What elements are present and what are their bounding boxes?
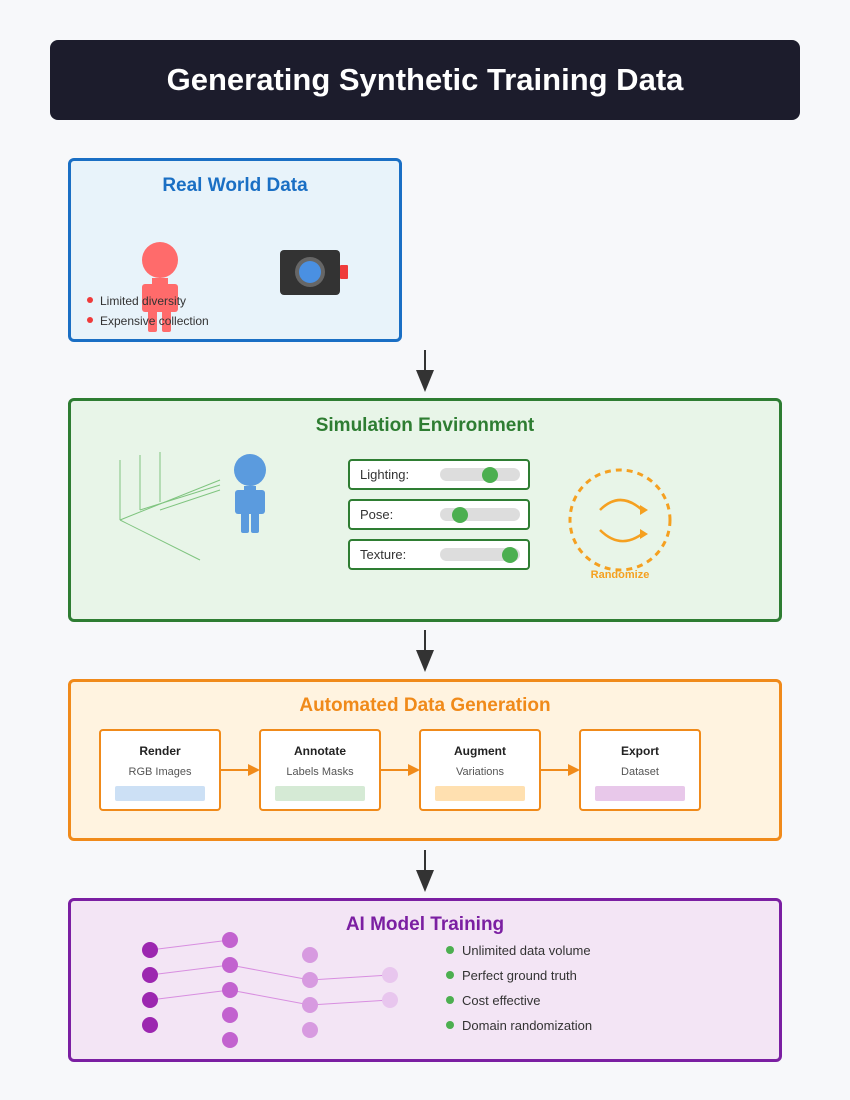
texture-slider[interactable]: Texture:	[348, 539, 530, 570]
camera-icon	[280, 250, 348, 295]
pose-slider[interactable]: Pose:	[348, 499, 530, 530]
network-hidden-layer-2	[302, 947, 318, 1038]
real-world-title: Real World Data	[162, 175, 308, 196]
step-color-bar	[115, 786, 205, 801]
lighting-slider-track[interactable]	[440, 467, 520, 483]
training-title: AI Model Training	[345, 914, 505, 935]
page-title: Generating Synthetic Training Data	[166, 62, 684, 97]
randomize-icon	[568, 468, 672, 572]
network-input-layer	[142, 942, 158, 1033]
step-arrow-icon	[381, 764, 420, 776]
step-color-bar	[435, 786, 525, 801]
step-subtitle: Labels Masks	[286, 766, 354, 778]
step-color-bar	[275, 786, 365, 801]
step-color-bar	[595, 786, 685, 801]
automated-title: Automated Data Generation	[299, 695, 551, 716]
title-banner: Generating Synthetic Training Data	[50, 40, 800, 120]
bullet-dot-icon	[87, 317, 93, 323]
flow-arrow-icon	[416, 630, 434, 672]
real-world-bullet-2: Expensive collection	[100, 314, 209, 328]
step-title: Render	[139, 744, 181, 758]
network-output-layer	[382, 967, 398, 1008]
person-icon-blue	[234, 454, 266, 533]
step-title: Export	[620, 744, 659, 758]
bullet-dot-icon	[87, 297, 93, 303]
step-arrow-icon	[221, 764, 260, 776]
real-world-panel: Real World Data	[68, 158, 402, 342]
benefit-item: Perfect ground truth	[462, 968, 577, 983]
benefit-item: Cost effective	[462, 993, 541, 1008]
step-render: Render RGB Images	[99, 729, 221, 811]
pose-slider-track[interactable]	[440, 507, 520, 523]
step-annotate: Annotate Labels Masks	[259, 729, 381, 811]
texture-slider-knob[interactable]	[501, 547, 518, 563]
lighting-slider-knob[interactable]	[481, 467, 498, 483]
step-title: Augment	[454, 744, 506, 758]
step-export: Export Dataset	[579, 729, 701, 811]
person-icon-red	[142, 242, 178, 332]
pose-slider-label: Pose:	[360, 507, 394, 522]
3d-grid-icon	[119, 452, 221, 561]
benefit-item: Unlimited data volume	[462, 943, 591, 958]
lighting-slider-label: Lighting:	[360, 467, 410, 482]
step-subtitle: Dataset	[621, 766, 659, 778]
benefit-dot-icons	[446, 946, 454, 1029]
step-augment: Augment Variations	[419, 729, 541, 811]
lighting-slider[interactable]: Lighting:	[348, 459, 530, 490]
flow-arrow-icon	[416, 350, 434, 392]
randomize-label: Randomize	[590, 569, 650, 581]
pose-slider-knob[interactable]	[452, 507, 468, 523]
flow-arrow-icon	[416, 850, 434, 892]
benefit-item: Domain randomization	[462, 1018, 593, 1033]
texture-slider-label: Texture:	[360, 547, 407, 562]
real-world-bullet-1: Limited diversity	[100, 294, 187, 308]
network-connections	[149, 939, 391, 1006]
step-arrow-icon	[541, 764, 580, 776]
step-subtitle: Variations	[455, 766, 505, 778]
texture-slider-track[interactable]	[440, 547, 520, 563]
network-hidden-layer-1	[222, 932, 238, 1048]
simulation-panel: Simulation Environment	[68, 398, 782, 622]
step-title: Annotate	[294, 744, 346, 758]
training-panel: AI Model Training	[68, 898, 782, 1062]
simulation-title: Simulation Environment	[315, 415, 535, 436]
step-subtitle: RGB Images	[128, 766, 192, 778]
